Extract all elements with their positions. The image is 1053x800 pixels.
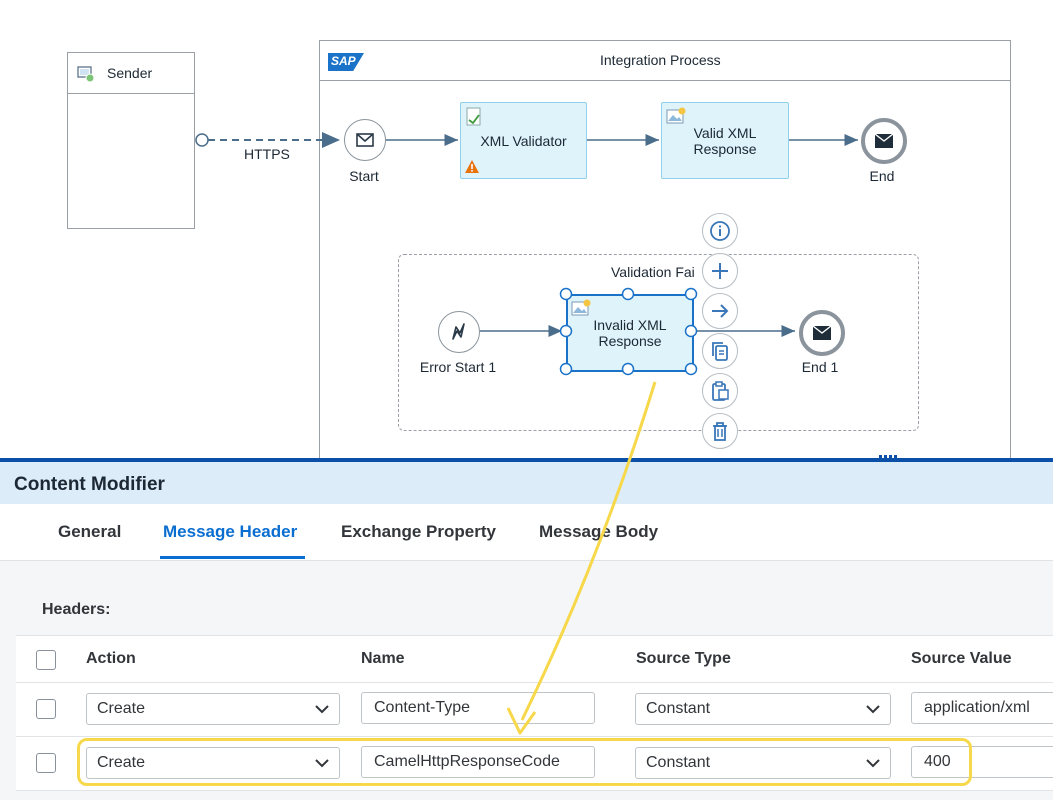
chevron-down-icon <box>315 705 329 714</box>
warning-icon <box>465 160 479 173</box>
chevron-down-icon <box>866 705 880 714</box>
action-select[interactable]: Create <box>86 693 340 725</box>
valid-xml-response-label-1: Valid XML <box>693 124 757 141</box>
row-checkbox[interactable] <box>36 753 56 773</box>
tab-exchange-property[interactable]: Exchange Property <box>341 522 496 541</box>
column-header-name: Name <box>361 650 405 667</box>
error-start-label: Error Start 1 <box>419 359 497 375</box>
connect-button[interactable] <box>702 293 738 329</box>
info-button[interactable] <box>702 213 738 249</box>
invalid-xml-response-step[interactable]: Invalid XML Response <box>566 294 694 372</box>
connection-label: HTTPS <box>244 146 290 162</box>
sequence-flows <box>195 132 858 337</box>
chevron-down-icon <box>866 759 880 768</box>
valid-xml-response-label-2: Response <box>693 140 757 157</box>
xml-validator-label: XML Validator <box>480 132 567 149</box>
active-tab-indicator <box>160 556 305 559</box>
subprocess-title: Validation Fai <box>611 264 695 280</box>
delete-button[interactable] <box>702 413 738 449</box>
copy-icon <box>712 342 728 361</box>
connection-anchor <box>195 133 209 147</box>
start-event[interactable] <box>344 119 386 161</box>
chevron-down-icon <box>315 759 329 768</box>
invalid-xml-response-label-1: Invalid XML <box>593 317 667 333</box>
paste-icon <box>712 381 729 401</box>
add-button[interactable] <box>702 253 738 289</box>
exception-subprocess[interactable]: Validation Fai <box>398 254 919 431</box>
column-header-action: Action <box>86 650 136 667</box>
integration-process-title: Integration Process <box>600 52 721 68</box>
drag-handle-icon <box>879 455 897 463</box>
headers-section-title: Headers: <box>42 601 111 618</box>
panel-header: Content Modifier <box>0 462 1053 504</box>
xml-validator-step[interactable]: XML Validator <box>460 102 587 179</box>
source-value-field[interactable]: application/xml <box>911 692 1053 724</box>
column-header-source-value: Source Value <box>911 650 1012 667</box>
envelope-filled-icon <box>875 134 893 148</box>
end-event-1-label: End 1 <box>801 359 839 375</box>
row-checkbox[interactable] <box>36 699 56 719</box>
content-modifier-icon <box>666 107 686 124</box>
table-row: Create CamelHttpResponseCode Constant 40… <box>16 737 1053 791</box>
sender-icon <box>77 66 95 83</box>
sender-participant[interactable]: Sender <box>67 52 195 229</box>
start-event-label: Start <box>349 168 379 184</box>
name-field[interactable]: CamelHttpResponseCode <box>361 746 595 778</box>
diagram-canvas[interactable]: Sender SAP Integration Process Validatio… <box>0 0 1053 460</box>
envelope-icon <box>356 133 374 147</box>
properties-panel: Content Modifier General Message Header … <box>0 462 1053 800</box>
valid-xml-response-step[interactable]: Valid XML Response <box>661 102 789 179</box>
end-event-label: End <box>869 168 895 184</box>
invalid-xml-response-label-2: Response <box>598 333 662 349</box>
tab-message-header[interactable]: Message Header <box>163 522 298 541</box>
paste-button[interactable] <box>702 373 738 409</box>
sap-logo: SAP <box>328 53 364 71</box>
table-row: Create Content-Type Constant application… <box>16 683 1053 737</box>
tab-bar: General Message Header Exchange Property… <box>0 504 1053 561</box>
source-type-select[interactable]: Constant <box>635 693 891 725</box>
tab-general[interactable]: General <box>58 522 122 541</box>
action-select[interactable]: Create <box>86 747 340 779</box>
end-event-1[interactable] <box>799 310 845 356</box>
sender-label: Sender <box>107 65 153 81</box>
source-value-field[interactable]: 400 <box>911 746 1053 778</box>
source-type-select[interactable]: Constant <box>635 747 891 779</box>
delete-icon <box>713 422 727 441</box>
table-header-row: Action Name Source Type Source Value <box>16 636 1053 683</box>
lightning-icon <box>452 323 465 340</box>
info-icon <box>710 221 730 241</box>
content-modifier-icon <box>571 299 591 316</box>
headers-table: Action Name Source Type Source Value Cre… <box>16 635 1053 791</box>
copy-button[interactable] <box>702 333 738 369</box>
add-icon <box>712 263 728 279</box>
select-all-checkbox[interactable] <box>36 650 56 670</box>
name-field[interactable]: Content-Type <box>361 692 595 724</box>
validator-icon <box>466 107 481 126</box>
tab-message-body[interactable]: Message Body <box>539 522 659 541</box>
connect-arrow-icon <box>712 304 729 318</box>
column-header-source-type: Source Type <box>636 650 731 667</box>
panel-title: Content Modifier <box>14 474 165 495</box>
envelope-filled-icon <box>813 326 831 340</box>
error-start-event[interactable] <box>438 311 480 353</box>
end-event[interactable] <box>861 118 907 164</box>
